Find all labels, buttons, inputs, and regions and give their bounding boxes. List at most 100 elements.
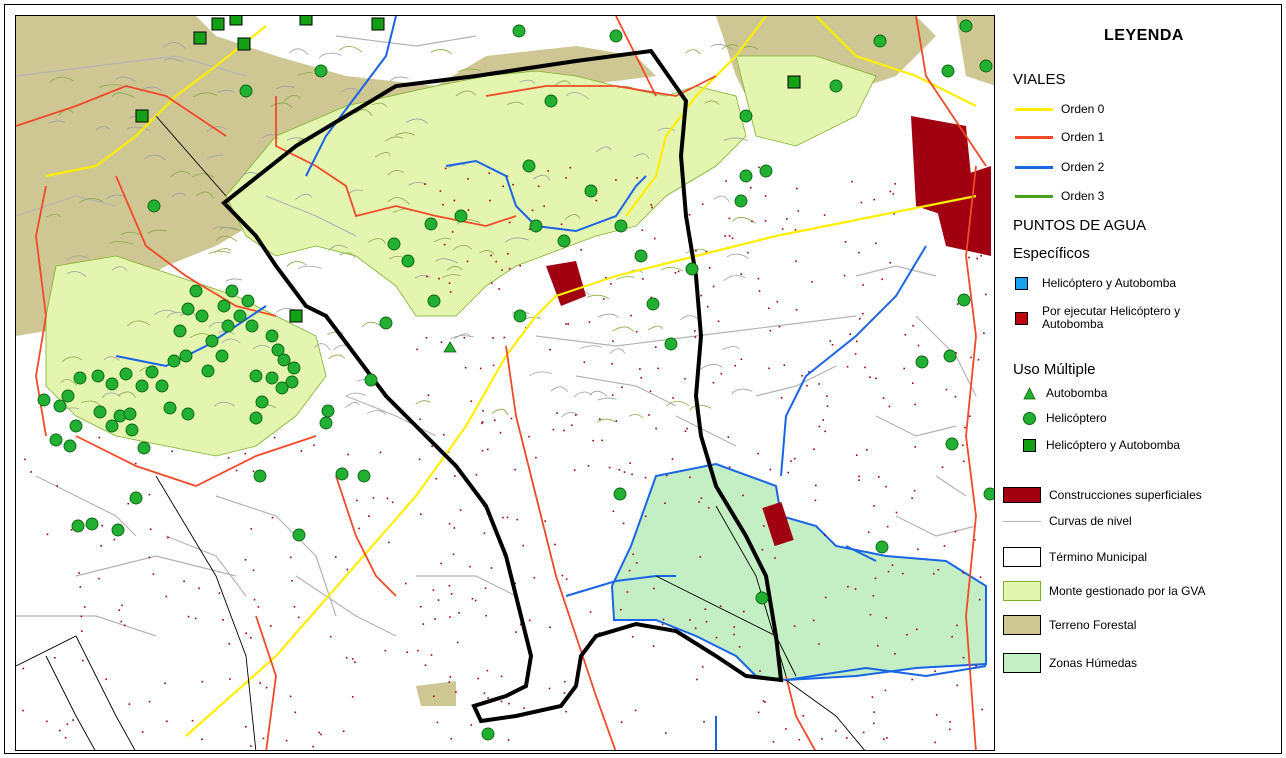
helicopter-point xyxy=(145,365,159,379)
helicopter-point xyxy=(957,293,971,307)
legend-road-1: Orden 1 xyxy=(1015,131,1104,144)
helicopter-autobomba-point xyxy=(135,109,149,123)
helicopter-point xyxy=(167,354,181,368)
legend-layer-2: Término Municipal xyxy=(1003,547,1147,567)
layer-5-label: Zonas Húmedas xyxy=(1049,655,1138,670)
constructions-swatch xyxy=(1003,487,1041,503)
helicopter-point xyxy=(685,262,699,276)
helicopter-autobomba-point xyxy=(371,17,385,31)
helicopter-point xyxy=(53,399,67,413)
helicopter-point xyxy=(529,219,543,233)
helicopter-point xyxy=(357,469,371,483)
map-panel[interactable] xyxy=(15,15,995,751)
helicopter-point xyxy=(179,349,193,363)
helicopter-point xyxy=(217,299,231,313)
helicopter-point xyxy=(544,94,558,108)
helicopter-autobomba-point xyxy=(299,16,313,26)
helicopter-point xyxy=(481,727,495,741)
road-1-swatch xyxy=(1015,136,1053,139)
legend-road-3: Orden 3 xyxy=(1015,190,1104,203)
helicopter-point xyxy=(49,433,63,447)
helicopter-autobomba-point xyxy=(787,75,801,89)
layer-4-label: Terreno Forestal xyxy=(1049,617,1137,632)
helicopter-point xyxy=(875,540,889,554)
multiple-0-label: Autobomba xyxy=(1046,386,1108,400)
helicopter-point xyxy=(105,377,119,391)
helicopter-point xyxy=(285,375,299,389)
red-square-icon xyxy=(1015,311,1028,325)
multiple-use-header: Uso Múltiple xyxy=(1013,361,1096,378)
helicopter-point xyxy=(321,404,335,418)
helicopter-point xyxy=(61,389,75,403)
helicopter-point xyxy=(265,329,279,343)
helicopter-point xyxy=(646,297,660,311)
legend-layer-5: Zonas Húmedas xyxy=(1003,653,1137,673)
helicopter-point xyxy=(959,19,973,33)
helicopter-point xyxy=(91,369,105,383)
helicopter-point xyxy=(63,439,77,453)
helicopter-point xyxy=(512,24,526,38)
helicopter-point xyxy=(137,441,151,455)
helicopter-point xyxy=(189,284,203,298)
helicopter-point xyxy=(755,591,769,605)
helicopter-point xyxy=(249,369,263,383)
helicopter-point xyxy=(163,401,177,415)
helicopter-point xyxy=(522,159,536,173)
helicopter-point xyxy=(454,209,468,223)
helicopter-point xyxy=(314,64,328,78)
helicopter-point xyxy=(155,379,169,393)
square-icon xyxy=(1023,439,1036,452)
helicopter-point xyxy=(364,373,378,387)
autobomba-point xyxy=(443,341,457,353)
helicopter-point xyxy=(221,319,235,333)
water-points-layer xyxy=(37,16,994,741)
municipal-boundary xyxy=(221,48,784,724)
circle-icon xyxy=(1023,412,1036,425)
helicopter-point xyxy=(614,219,628,233)
triangle-icon xyxy=(1023,387,1036,400)
helicopter-point xyxy=(249,411,263,425)
legend-layer-0: Construcciones superficiales xyxy=(1003,487,1202,503)
layer-1-label: Curvas de nivel xyxy=(1049,514,1132,528)
helicopter-autobomba-point xyxy=(229,16,243,26)
helicopter-point xyxy=(945,437,959,451)
layer-0-label: Construcciones superficiales xyxy=(1049,487,1202,502)
helicopter-point xyxy=(287,361,301,375)
legend-multiple-1: Helicóptero xyxy=(1023,412,1107,425)
helicopter-point xyxy=(173,324,187,338)
legend-layer-3: Monte gestionado por la GVA xyxy=(1003,581,1206,601)
legend-specific-1: Por ejecutar Helicóptero y Autobomba xyxy=(1015,305,1192,331)
helicopter-point xyxy=(983,487,994,501)
helicopter-point xyxy=(557,234,571,248)
legend-panel: LEYENDA VIALES Orden 0 Orden 1 Orden 2 O… xyxy=(1003,15,1285,751)
helicopter-point xyxy=(69,419,83,433)
constructions-layer xyxy=(22,116,991,748)
helicopter-point xyxy=(239,84,253,98)
figure-frame: LEYENDA VIALES Orden 0 Orden 1 Orden 2 O… xyxy=(4,4,1282,754)
specific-header: Específicos xyxy=(1013,245,1090,262)
helicopter-point xyxy=(215,349,229,363)
road-0-label: Orden 0 xyxy=(1061,102,1105,116)
helicopter-point xyxy=(379,316,393,330)
helicopter-point xyxy=(664,337,678,351)
helicopter-point xyxy=(609,29,623,43)
helicopter-point xyxy=(271,343,285,357)
helicopter-point xyxy=(181,407,195,421)
helicopter-point xyxy=(427,294,441,308)
legend-layer-1: Curvas de nivel xyxy=(1003,515,1132,528)
helicopter-point xyxy=(424,217,438,231)
helicopter-point xyxy=(195,309,209,323)
helicopter-point xyxy=(255,395,269,409)
legend-layer-4: Terreno Forestal xyxy=(1003,615,1136,635)
road-0-swatch xyxy=(1015,108,1053,111)
road-3-swatch xyxy=(1015,195,1053,198)
helicopter-point xyxy=(181,302,195,316)
helicopter-point xyxy=(275,381,289,395)
road-2-swatch xyxy=(1015,166,1053,169)
helicopter-point xyxy=(135,379,149,393)
helicopter-point xyxy=(253,469,267,483)
helicopter-point xyxy=(111,523,125,537)
road-2-label: Orden 2 xyxy=(1061,160,1105,174)
helicopter-point xyxy=(387,237,401,251)
legend-road-2: Orden 2 xyxy=(1015,161,1104,174)
